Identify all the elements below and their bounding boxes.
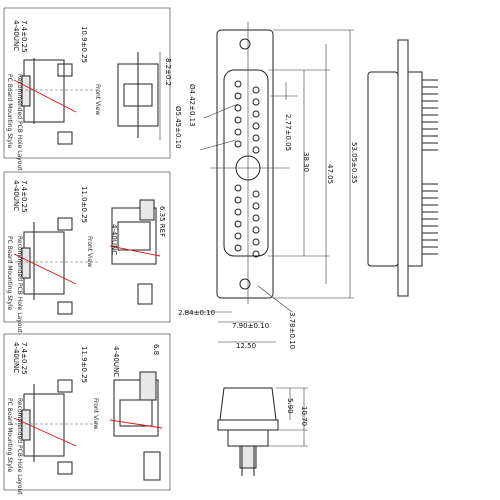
dim-row: 7.90±0.10 [232, 322, 269, 330]
side-panel-3: 4-40UNC 7.4±0.25 11.9±0.25 4-40UNC 6.8 R… [3, 333, 171, 495]
pin-hole [252, 98, 260, 106]
dim-width: 12.50 [236, 342, 256, 350]
dim-inner: 38.30 [302, 152, 310, 172]
pin-hole [252, 202, 260, 210]
pin-hole [252, 86, 260, 94]
pin-hole [234, 196, 242, 204]
dim-body: 47.05 [326, 164, 334, 184]
pin-hole [234, 220, 242, 228]
pin-grid [234, 80, 260, 258]
dim-pitch: 7.4±0.25 [20, 180, 28, 213]
pin-hole [234, 208, 242, 216]
dim-thread: 4-40UNC [12, 342, 20, 373]
pin-hole [234, 116, 242, 124]
note-layout: Recommended PCB Hole Layout [16, 236, 23, 333]
dim-total: 10.70 [300, 406, 308, 426]
side-pin-rows [422, 79, 438, 255]
note-view: Front View [92, 398, 99, 429]
side-panel-2: 4-40UNC 7.4±0.25 11.0±0.25 6.35 REF 4-40… [3, 171, 171, 333]
bottom-view: 5.90 10.70 [217, 387, 308, 476]
dim-overall: 53.05±0.35 [350, 142, 358, 184]
dim-thread: 4-40UNC [12, 20, 20, 51]
note-mounting: PC Board Mounting Style [6, 398, 13, 473]
pin-hole [252, 122, 260, 130]
dim-pitch: 7.4±0.25 [20, 20, 28, 53]
dim-right: 6.8 [152, 344, 160, 355]
dim-thread: 4-40UNC [12, 180, 20, 211]
note-view: Front View [86, 236, 93, 267]
pin-hole [252, 134, 260, 142]
dim-pitch: 2.77±0.05 [284, 114, 292, 151]
dim-offset: 2.84±0.10 [178, 309, 215, 317]
pin-hole [252, 190, 260, 198]
mount-hole-bottom [239, 278, 251, 290]
pin-hole [252, 110, 260, 118]
side-panel-1: 4-40UNC 7.4±0.25 10.9±0.25 8.2±0.2 Recom… [3, 7, 172, 171]
pin-hole [234, 104, 242, 112]
note-view: Front View [94, 84, 101, 115]
pin-hole [234, 184, 242, 192]
dim-pin: Ø5.45±0.10 [174, 106, 182, 149]
dim-pitch: 7.4±0.25 [20, 342, 28, 375]
note-layout: Recommended PCB Hole Layout [16, 398, 23, 495]
dim-height: 5.90 [286, 398, 294, 414]
side-view [367, 39, 438, 297]
pin-hole [234, 244, 242, 252]
dim-length: 11.9±0.25 [80, 346, 88, 383]
dim-length: 10.9±0.25 [80, 26, 88, 63]
pin-hole [234, 140, 242, 148]
pin-hole [234, 232, 242, 240]
mount-hole-top [239, 38, 251, 50]
pin-hole [252, 146, 260, 154]
dim-thread-b: 4-40UNC [112, 346, 120, 377]
dim-pcb: 8.2±0.2 [164, 58, 172, 86]
pin-hole [234, 92, 242, 100]
dim-ref: 6.35 REF [158, 206, 166, 237]
note-layout: Recommended PCB Hole Layout [16, 74, 23, 171]
pin-hole [252, 250, 260, 258]
pin-hole [252, 226, 260, 234]
pin-hole [234, 80, 242, 88]
pin-hole [252, 238, 260, 246]
front-view: Ø4.42±0.13 Ø5.45±0.10 2.77±0.05 38.30 47… [174, 22, 358, 350]
note-mounting: PC Board Mounting Style [6, 74, 13, 149]
note-mounting: PC Board Mounting Style [6, 236, 13, 311]
pin-hole [234, 128, 242, 136]
dim-length: 11.0±0.25 [80, 186, 88, 223]
dim-hole: Ø4.42±0.13 [188, 84, 196, 127]
dim-flange: 3.78±0.10 [288, 312, 296, 349]
dim-thread-b: 4-40UNC [110, 224, 118, 255]
pin-hole [252, 214, 260, 222]
